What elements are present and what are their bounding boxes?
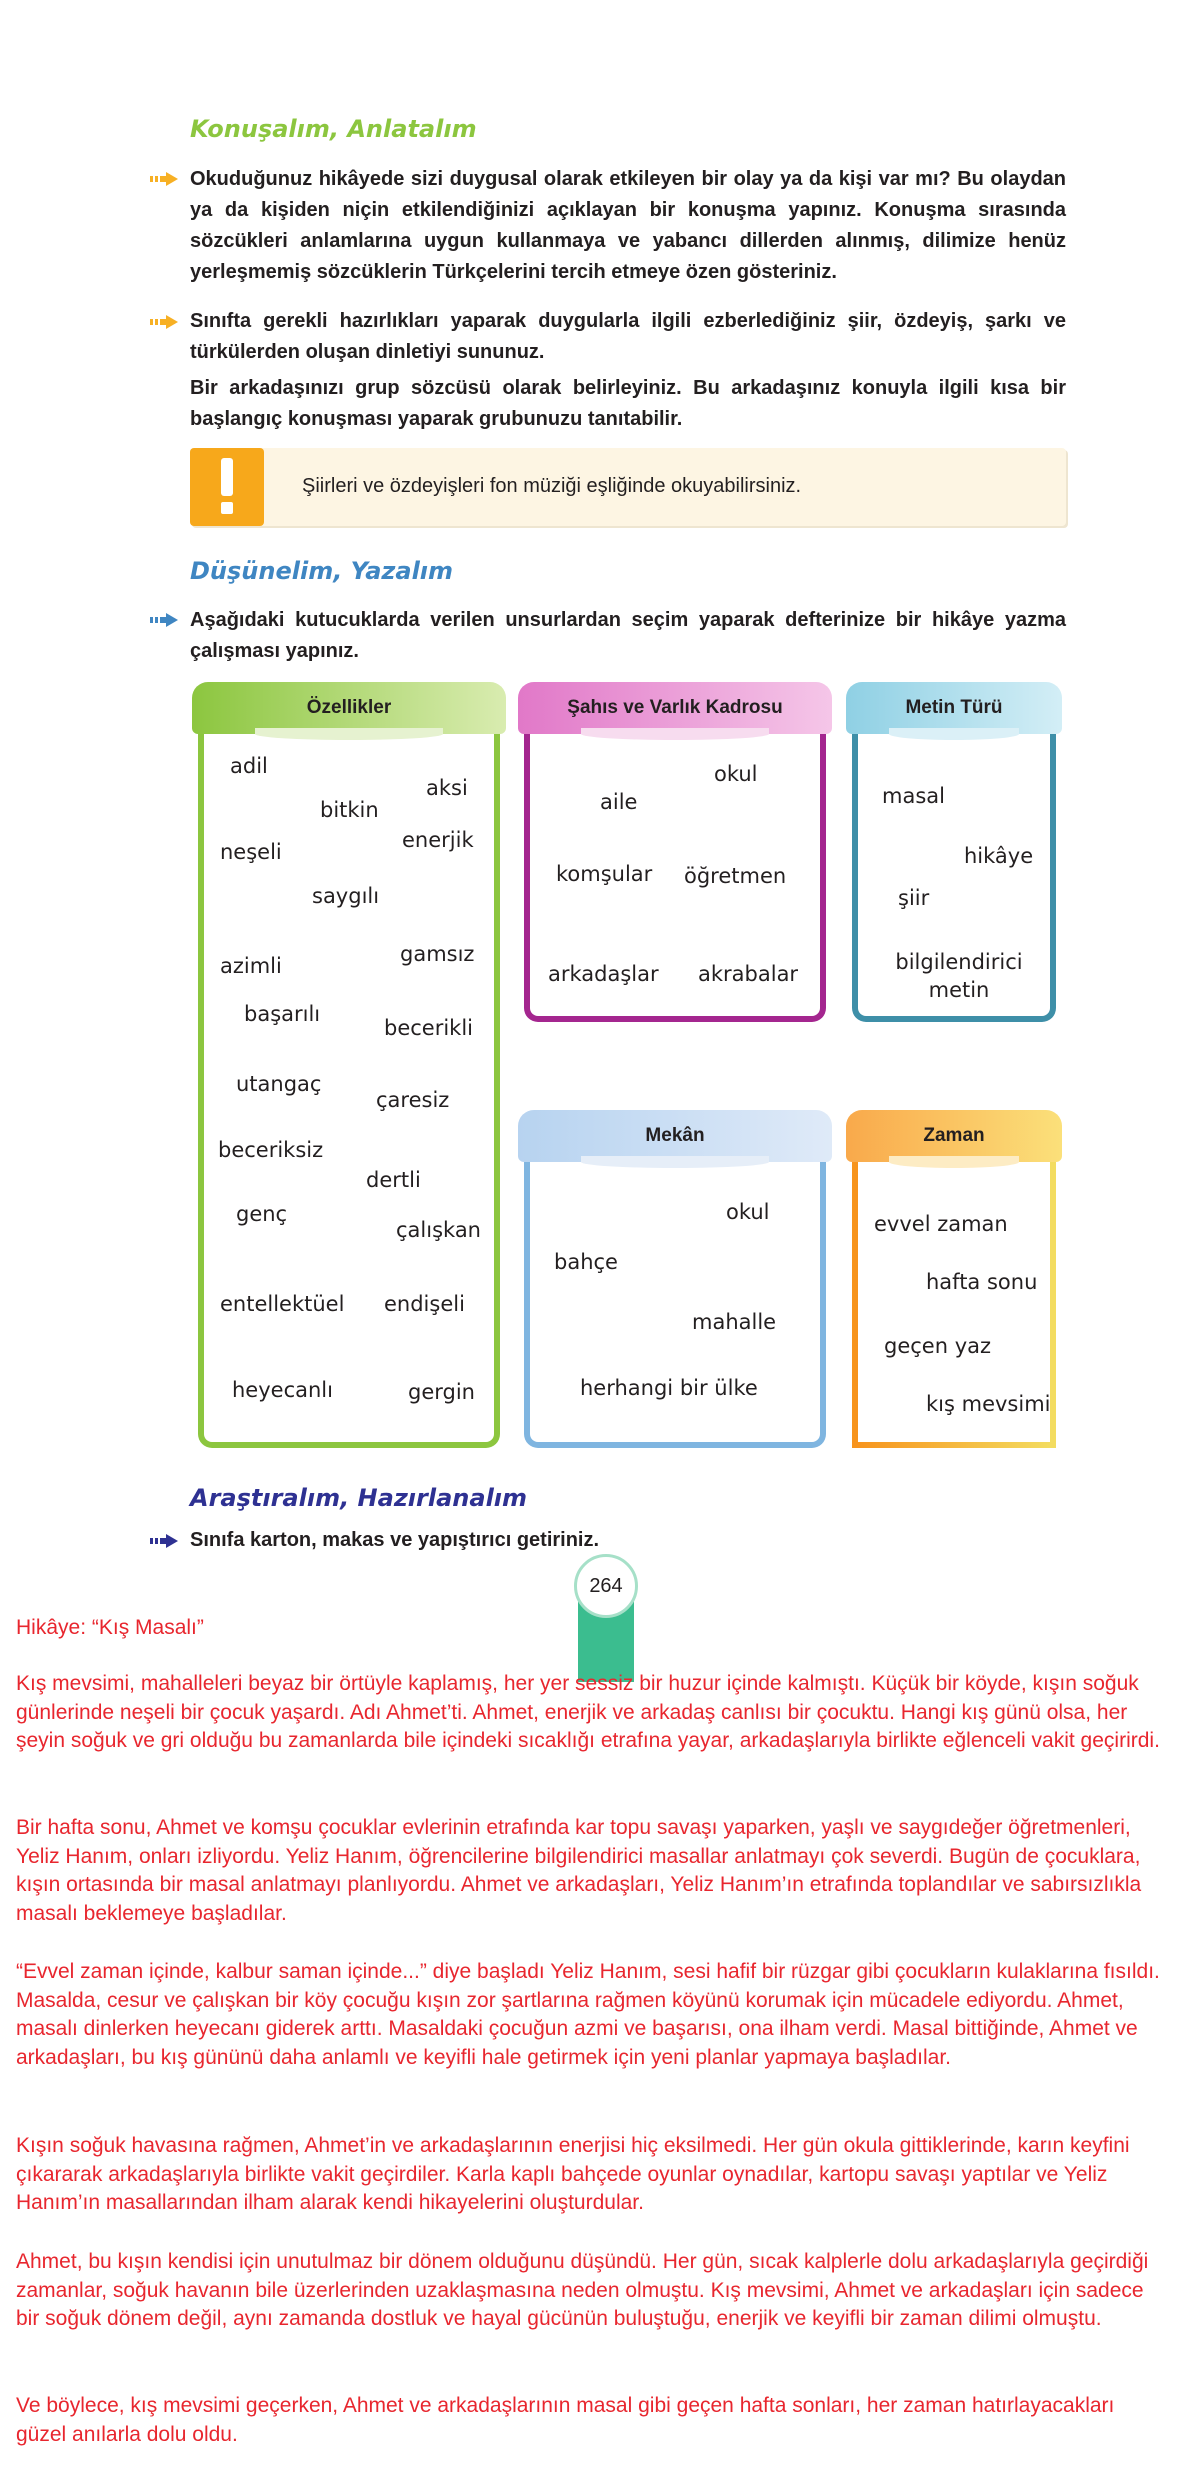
word-item: hikâye	[964, 844, 1034, 868]
word-item: çalışkan	[396, 1218, 481, 1242]
word-item: bitkin	[320, 798, 379, 822]
zaman-tab: Zaman	[846, 1110, 1062, 1168]
konusalim-paragraph-2: Sınıfta gerekli hazırlıkları yaparak duy…	[190, 310, 1066, 363]
word-item: endişeli	[384, 1292, 465, 1316]
word-item: çaresiz	[376, 1088, 450, 1112]
word-item: saygılı	[312, 884, 380, 908]
section-title-konusalim: Konuşalım, Anlatalım	[190, 115, 477, 143]
story-title: Hikâye: “Kış Masalı”	[16, 1616, 204, 1639]
metin-box	[852, 734, 1056, 1022]
word-item: bilgilendirici metin	[895, 950, 1023, 1002]
exclamation-icon	[190, 448, 278, 526]
page-number-circle: 264	[574, 1554, 638, 1618]
sahis-tab: Şahıs ve Varlık Kadrosu	[518, 682, 832, 740]
ozellikler-tab: Özellikler	[192, 682, 506, 740]
word-item: herhangi bir ülke	[580, 1376, 758, 1400]
konusalim-paragraph-3: Bir arkadaşınızı grup sözcüsü olarak bel…	[190, 377, 1066, 430]
story-paragraph-6: Ve böylece, kış mevsimi geçerken, Ahmet …	[16, 2394, 1115, 2446]
tab-wave	[580, 728, 770, 740]
arastiralim-paragraph-1: Sınıfa karton, makas ve yapıştırıcı geti…	[190, 1529, 600, 1551]
word-item: masal	[882, 784, 945, 808]
bullet-arrow-icon	[150, 172, 178, 186]
word-item: aksi	[426, 776, 468, 800]
word-item: hafta sonu	[926, 1270, 1038, 1294]
word-item: adil	[230, 754, 268, 778]
ozellikler-title: Özellikler	[306, 697, 392, 718]
note-text: Şiirleri ve özdeyişleri fon müziği eşliğ…	[302, 475, 802, 497]
konusalim-paragraph-1: Okuduğunuz hikâyede sizi duygusal olarak…	[190, 168, 1066, 283]
word-item: gergin	[408, 1380, 475, 1404]
word-item: neşeli	[220, 840, 282, 864]
zaman-title: Zaman	[923, 1125, 985, 1146]
mekan-box	[524, 1162, 826, 1448]
word-item: azimli	[220, 954, 282, 978]
tab-wave	[580, 1156, 770, 1168]
word-item: arkadaşlar	[548, 962, 659, 986]
word-item: evvel zaman	[874, 1212, 1008, 1236]
word-item: komşular	[556, 862, 653, 886]
metin-title: Metin Türü	[905, 697, 1003, 718]
word-item: dertli	[366, 1168, 421, 1192]
word-item: öğretmen	[684, 864, 787, 888]
word-item: okul	[714, 762, 758, 786]
story-paragraph-3: “Evvel zaman içinde, kalbur saman içinde…	[16, 1960, 1160, 2069]
word-item: aile	[600, 790, 638, 814]
word-item: gamsız	[400, 942, 475, 966]
tab-wave	[254, 728, 444, 740]
tab-wave	[889, 728, 1019, 740]
word-item: beceriksiz	[218, 1138, 324, 1162]
story-paragraph-4: Kışın soğuk havasına rağmen, Ahmet’in ve…	[16, 2134, 1130, 2214]
word-item: kış mevsimi	[926, 1392, 1051, 1416]
word-item: bahçe	[554, 1250, 618, 1274]
zaman-box	[852, 1162, 1056, 1448]
sahis-box	[524, 734, 826, 1022]
mekan-tab: Mekân	[518, 1110, 832, 1168]
word-item: heyecanlı	[232, 1378, 333, 1402]
word-item: okul	[726, 1200, 770, 1224]
word-item: entellektüel	[220, 1292, 345, 1316]
word-item: geçen yaz	[884, 1334, 992, 1358]
word-item: şiir	[898, 886, 930, 910]
sahis-title: Şahıs ve Varlık Kadrosu	[567, 697, 783, 718]
tab-wave	[889, 1156, 1019, 1168]
word-item: akrabalar	[698, 962, 799, 986]
dusunelim-paragraph-1: Aşağıdaki kutucuklarda verilen unsurlard…	[190, 609, 1066, 662]
section-title-arastiralim: Araştıralım, Hazırlanalım	[190, 1484, 528, 1512]
story-paragraph-1: Kış mevsimi, mahalleleri beyaz bir örtüy…	[16, 1672, 1160, 1752]
metin-tab: Metin Türü	[846, 682, 1062, 740]
bullet-arrow-icon	[150, 613, 178, 627]
page-number: 264	[589, 1574, 623, 1597]
ozellikler-box	[198, 734, 500, 1448]
section-title-dusunelim: Düşünelim, Yazalım	[190, 557, 454, 585]
story-paragraph-5: Ahmet, bu kışın kendisi için unutulmaz b…	[16, 2250, 1149, 2330]
bullet-arrow-icon	[150, 1534, 178, 1548]
word-item: enerjik	[402, 828, 474, 852]
word-item: becerikli	[384, 1016, 474, 1040]
story-paragraph-2: Bir hafta sonu, Ahmet ve komşu çocuklar …	[16, 1816, 1142, 1925]
word-item: utangaç	[236, 1072, 322, 1096]
note-box: Şiirleri ve özdeyişleri fon müziği eşliğ…	[190, 448, 1066, 526]
mekan-title: Mekân	[645, 1125, 705, 1146]
word-item: genç	[236, 1202, 288, 1226]
word-item: başarılı	[244, 1002, 321, 1026]
word-item: mahalle	[692, 1310, 777, 1334]
bullet-arrow-icon	[150, 315, 178, 329]
